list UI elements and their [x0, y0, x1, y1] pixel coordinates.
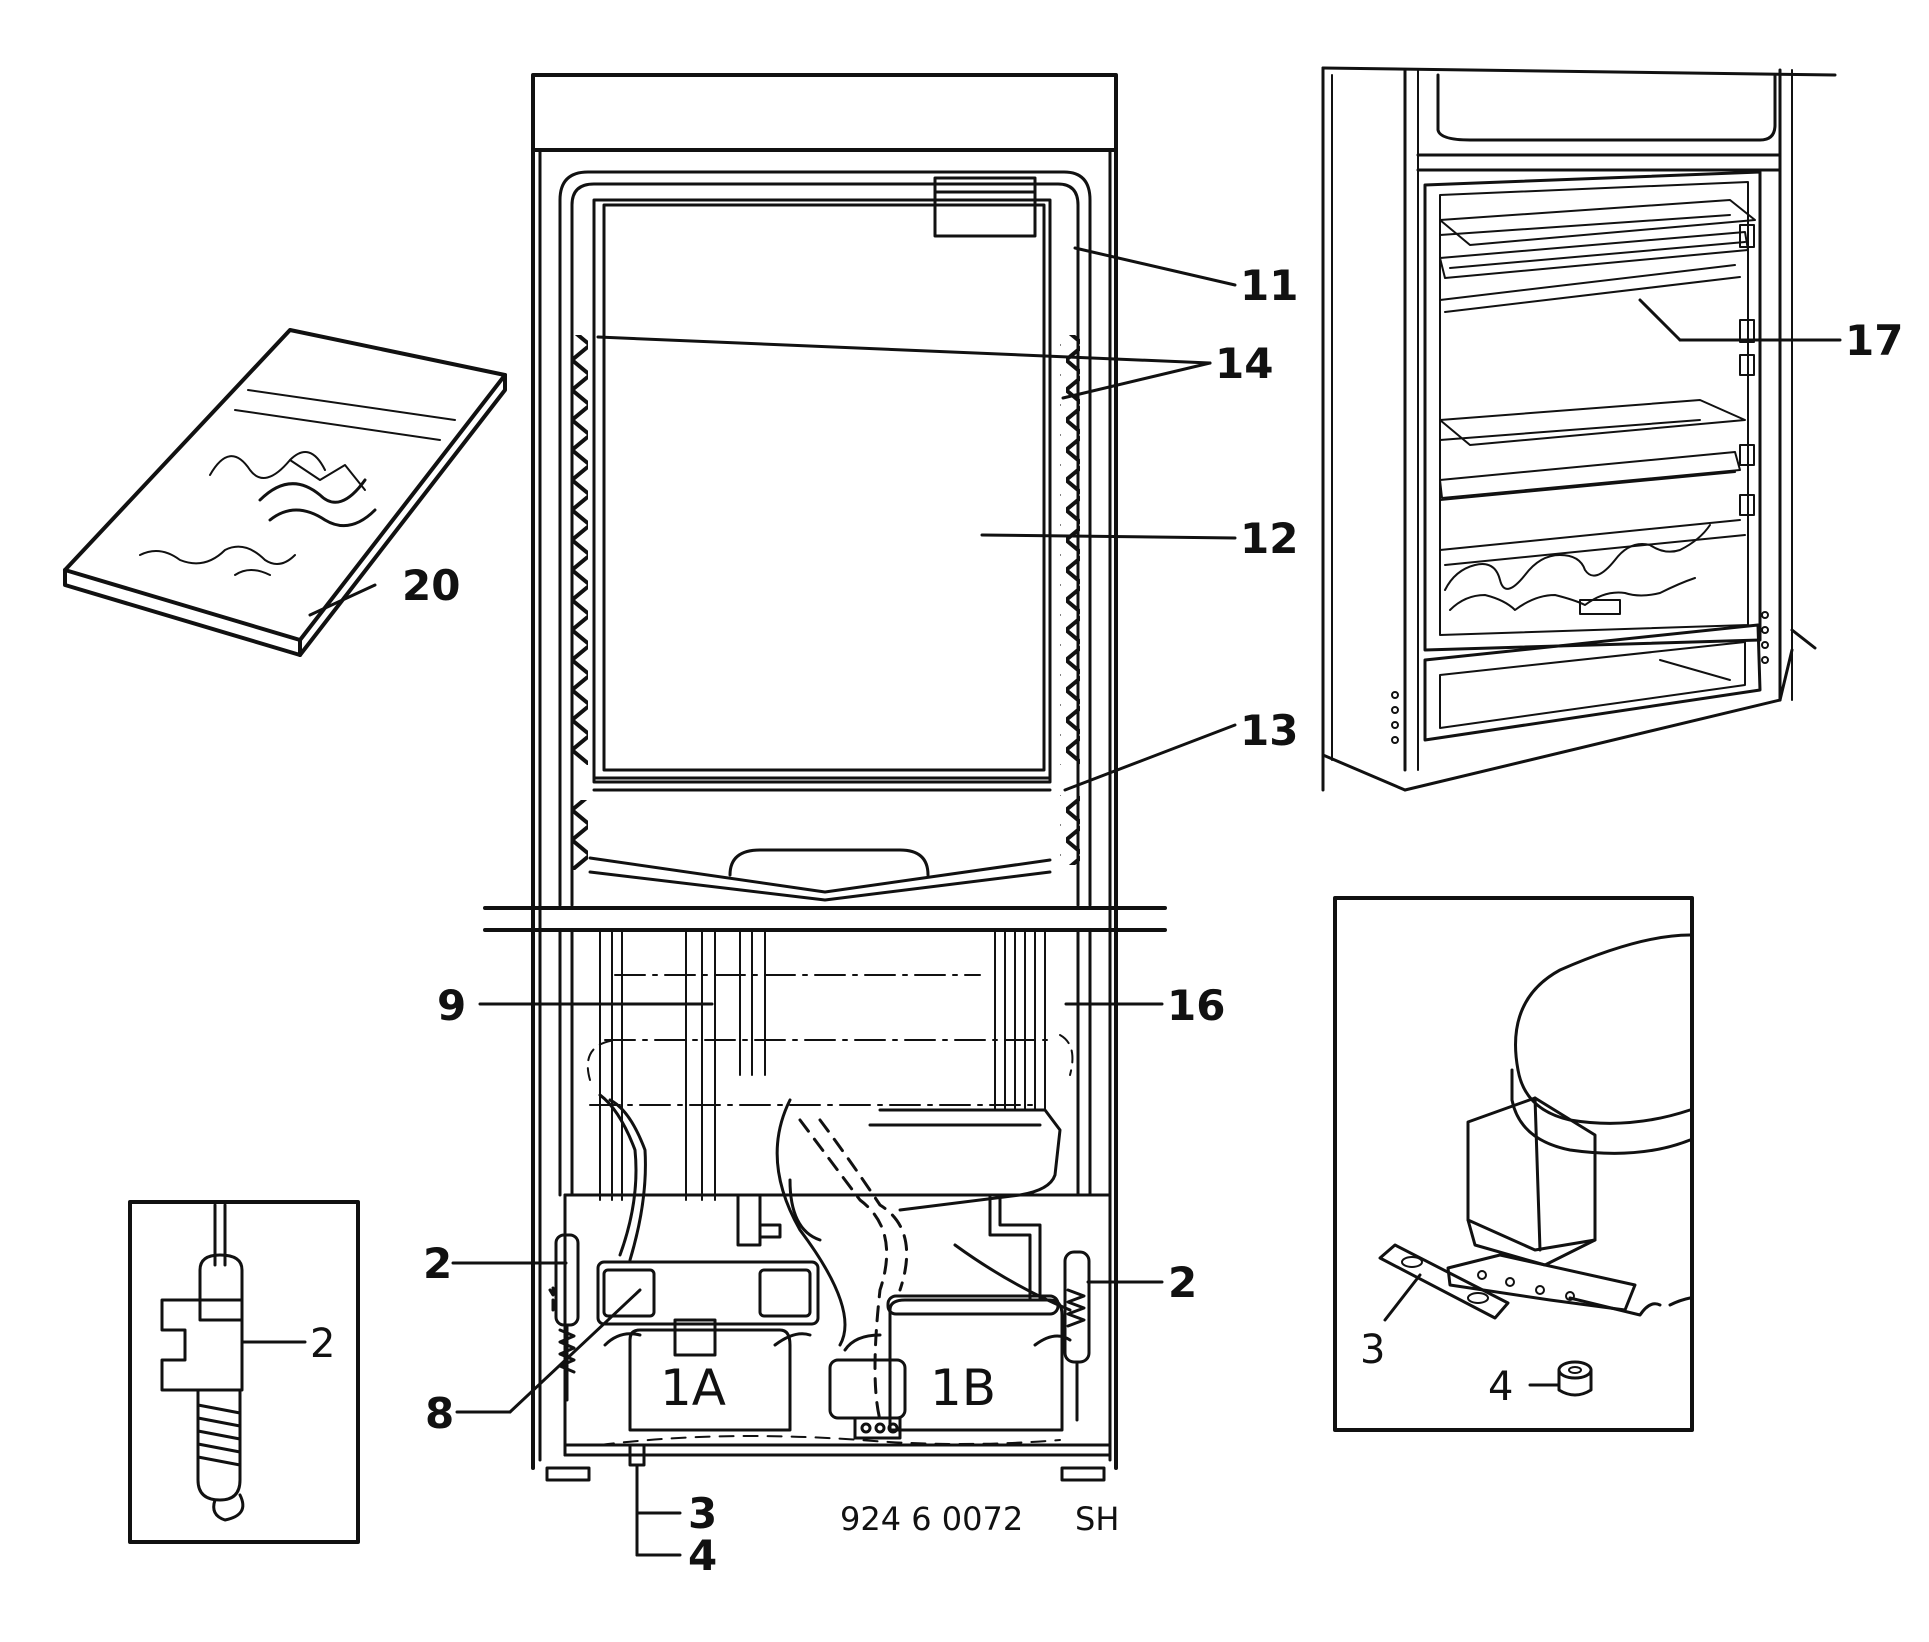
label-3-main: 3	[688, 1489, 717, 1538]
cabinet-interior-view	[1321, 66, 1842, 792]
evaporator-plate	[592, 198, 1052, 784]
main-leaders	[451, 246, 1237, 1557]
label-20: 20	[402, 561, 460, 610]
label-1b: 1B	[930, 1359, 996, 1417]
relay-box	[596, 1260, 820, 1326]
label-2-inset: 2	[310, 1321, 335, 1367]
inset-compressor-mount	[1333, 896, 1694, 1432]
label-2-left: 2	[423, 1239, 452, 1288]
part-labels: 11 14 17 12 20 13 9 16 2 2 2 8 1A 1B 3 4…	[310, 261, 1903, 1580]
fridge-cabinet	[483, 73, 1167, 1482]
right-heater-clip	[1063, 1250, 1091, 1364]
label-12: 12	[1240, 514, 1298, 563]
label-3-inset: 3	[1360, 1327, 1385, 1373]
compressor-1b	[888, 1298, 1064, 1432]
label-14: 14	[1215, 339, 1273, 388]
label-1a: 1A	[660, 1359, 726, 1417]
label-16: 16	[1167, 981, 1225, 1030]
instruction-manual	[63, 328, 507, 657]
inset-heater-clip	[128, 1200, 360, 1544]
label-2-right: 2	[1168, 1258, 1197, 1307]
thermostat-housing	[933, 176, 1037, 238]
label-11: 11	[1240, 261, 1298, 310]
label-4-inset: 4	[1488, 1364, 1513, 1410]
drawing-suffix: SH	[1075, 1500, 1119, 1538]
drawing-code: 924 6 0072	[840, 1500, 1023, 1538]
right-gasket	[1060, 335, 1080, 765]
label-9: 9	[437, 981, 466, 1030]
left-heater-clip	[554, 1233, 580, 1327]
label-4-main: 4	[688, 1531, 717, 1580]
drip-tray	[728, 848, 930, 877]
label-13: 13	[1240, 706, 1298, 755]
label-8: 8	[425, 1389, 454, 1438]
filter-drier	[736, 1193, 762, 1247]
left-gasket	[568, 335, 588, 765]
label-17: 17	[1845, 316, 1903, 365]
